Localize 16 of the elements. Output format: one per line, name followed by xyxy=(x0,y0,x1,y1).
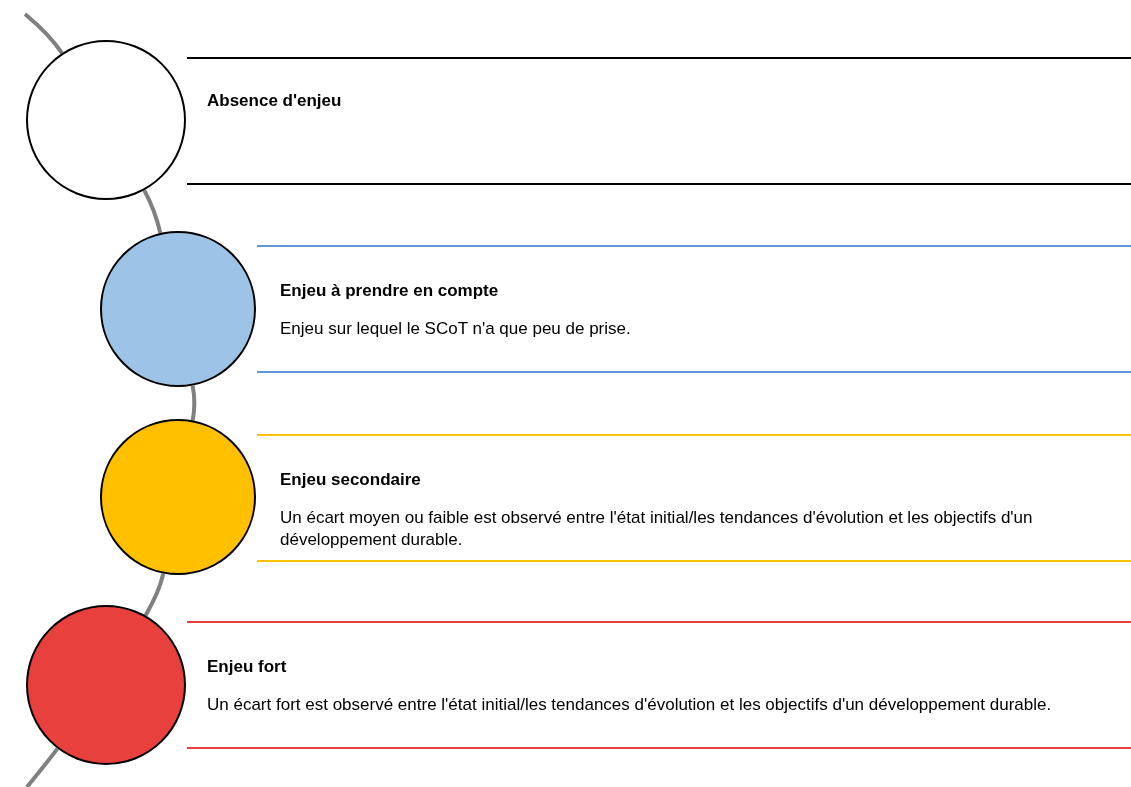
level-band xyxy=(187,57,1131,185)
level-band xyxy=(187,621,1131,749)
connector-curve xyxy=(190,385,197,421)
band-heading: Absence d'enjeu xyxy=(207,91,342,111)
band-description: Un écart moyen ou faible est observé entre l'état initial/les tendances d'évolution et les objectifs d'un développement durable. xyxy=(280,507,1034,551)
connector-curve xyxy=(23,12,64,55)
connector-curve xyxy=(143,573,166,617)
band-description: Enjeu sur lequel le SCoT n'a que peu de prise. xyxy=(280,318,632,340)
connector-curve xyxy=(25,747,60,787)
band-description: Un écart fort est observé entre l'état initial/les tendances d'évolution et les objectifs d'un développement durable. xyxy=(207,694,1053,716)
connector-curve xyxy=(142,189,163,234)
level-band xyxy=(257,434,1131,562)
band-heading: Enjeu secondaire xyxy=(280,470,421,490)
band-heading: Enjeu à prendre en compte xyxy=(280,281,499,301)
band-heading: Enjeu fort xyxy=(207,657,287,677)
level-band xyxy=(257,245,1131,373)
